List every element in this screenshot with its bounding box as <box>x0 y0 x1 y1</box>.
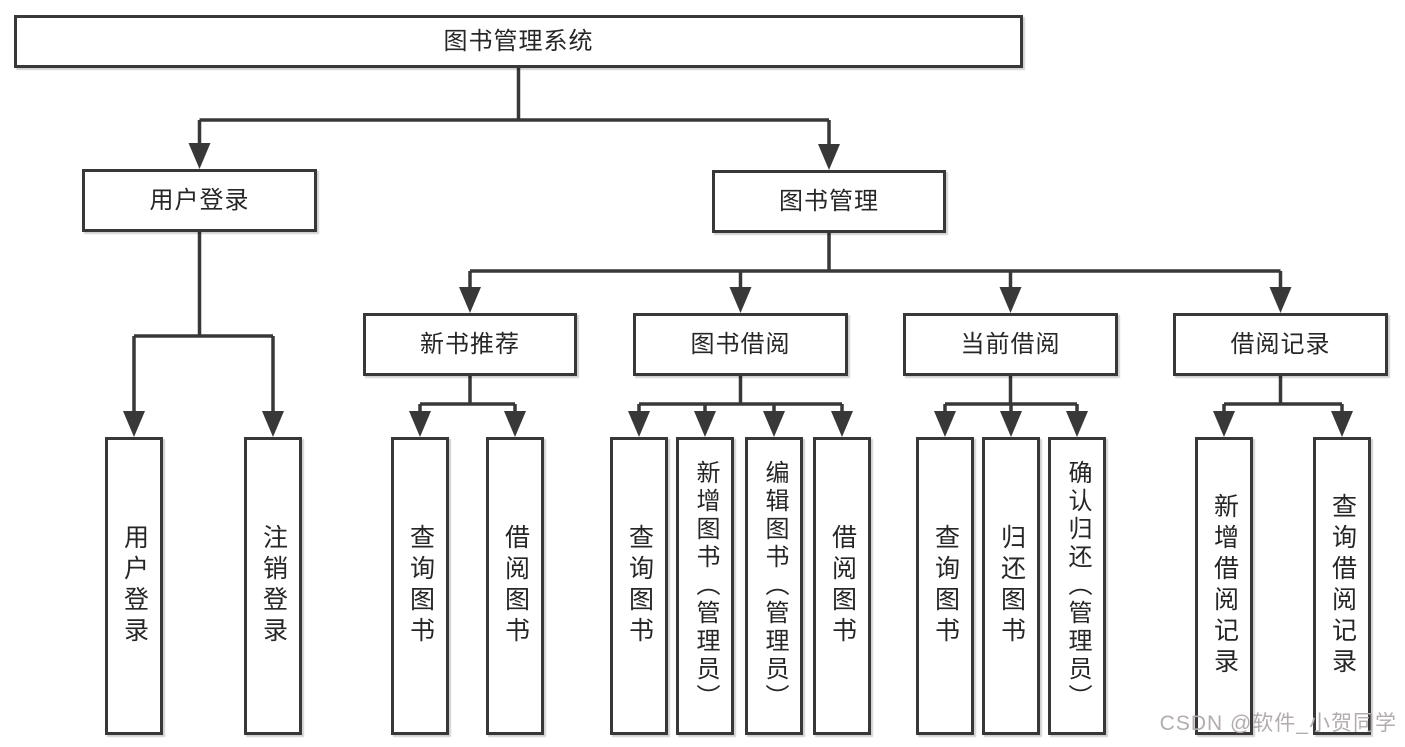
leaf-confirm-return-admin-label: 确认归还（管理员） <box>1064 460 1091 712</box>
leaf-logout-label: 注销登录 <box>259 524 288 648</box>
node-user-login-label: 用户登录 <box>149 186 250 214</box>
node-book-borrowing: 图书借阅 <box>633 313 848 376</box>
node-new-book-recommend-label: 新书推荐 <box>420 330 520 358</box>
leaf-query-books-recommend-label: 查询图书 <box>406 524 435 648</box>
leaf-edit-book-admin-label: 编辑图书（管理员） <box>761 460 788 712</box>
leaf-borrow-books-recommend: 借阅图书 <box>486 437 544 735</box>
leaf-borrow-books-recommend-label: 借阅图书 <box>501 524 530 648</box>
leaf-add-borrow-record-label: 新增借阅记录 <box>1210 493 1239 679</box>
node-new-book-recommend: 新书推荐 <box>363 313 577 376</box>
node-current-borrowing-label: 当前借阅 <box>960 330 1061 358</box>
csdn-watermark: CSDN @软件_小贺同学 <box>1159 712 1397 735</box>
node-book-management: 图书管理 <box>712 170 946 233</box>
leaf-query-books-current-label: 查询图书 <box>931 524 960 648</box>
leaf-add-book-admin: 新增图书（管理员） <box>676 437 734 735</box>
leaf-query-books-current: 查询图书 <box>916 437 974 735</box>
leaf-query-books-recommend: 查询图书 <box>391 437 449 735</box>
leaf-borrow-books-label: 借阅图书 <box>828 524 857 648</box>
leaf-add-borrow-record: 新增借阅记录 <box>1195 437 1253 735</box>
leaf-query-books-borrow-label: 查询图书 <box>625 524 654 648</box>
node-current-borrowing: 当前借阅 <box>903 313 1118 376</box>
node-root: 图书管理系统 <box>14 15 1023 68</box>
node-borrowing-records: 借阅记录 <box>1173 313 1388 376</box>
node-borrowing-records-label: 借阅记录 <box>1230 330 1331 358</box>
leaf-query-borrow-record-label: 查询借阅记录 <box>1328 493 1357 679</box>
leaf-logout: 注销登录 <box>244 437 302 735</box>
leaf-add-book-admin-label: 新增图书（管理员） <box>692 460 719 712</box>
leaf-user-login-label: 用户登录 <box>120 524 149 648</box>
leaf-edit-book-admin: 编辑图书（管理员） <box>745 437 803 735</box>
leaf-return-books-label: 归还图书 <box>997 524 1026 648</box>
leaf-borrow-books: 借阅图书 <box>813 437 871 735</box>
leaf-return-books: 归还图书 <box>982 437 1040 735</box>
arrowheads <box>123 143 1353 437</box>
leaf-query-books-borrow: 查询图书 <box>610 437 668 735</box>
node-book-management-label: 图书管理 <box>779 187 879 215</box>
leaf-confirm-return-admin: 确认归还（管理员） <box>1048 437 1106 735</box>
node-root-label: 图书管理系统 <box>443 27 594 55</box>
leaf-query-borrow-record: 查询借阅记录 <box>1313 437 1371 735</box>
leaf-user-login: 用户登录 <box>105 437 163 735</box>
node-user-login: 用户登录 <box>82 169 317 232</box>
node-book-borrowing-label: 图书借阅 <box>690 330 791 358</box>
